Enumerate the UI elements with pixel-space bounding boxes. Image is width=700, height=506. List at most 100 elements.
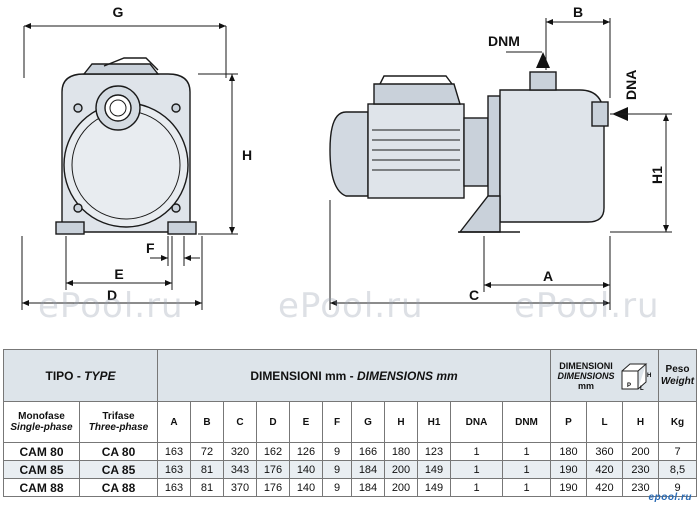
cell: 126	[289, 442, 323, 461]
cell: 420	[586, 460, 623, 479]
cell: 163	[157, 442, 191, 461]
cell: 370	[223, 478, 257, 497]
cell: 1	[450, 442, 503, 461]
col-p: P	[550, 401, 587, 443]
cell: 1	[502, 460, 551, 479]
cell: 200	[384, 460, 418, 479]
cell: 230	[622, 460, 659, 479]
cell: 360	[586, 442, 623, 461]
cell: 81	[190, 478, 224, 497]
cell: 9	[658, 478, 697, 497]
type-header: TIPO - TYPE	[3, 349, 158, 402]
cell: 343	[223, 460, 257, 479]
cell: 180	[384, 442, 418, 461]
dim-label-dna: DNA	[623, 70, 639, 100]
specification-table: TIPO - TYPE DIMENSIONI mm - DIMENSIONS m…	[3, 349, 697, 497]
cell: 1	[502, 442, 551, 461]
model-tri: CA 80	[79, 442, 158, 461]
model-mono: CAM 88	[3, 478, 80, 497]
cell: 190	[550, 478, 587, 497]
cell: 200	[622, 442, 659, 461]
cell: 184	[351, 478, 385, 497]
pump-dimension-drawing: G H F E D B DNM DNA H1 A C	[21, 4, 672, 310]
cell: 9	[322, 460, 352, 479]
dim-label-d: D	[107, 287, 117, 303]
table-row: CAM 85 CA 85 163 81 343 176 140 9 184 20…	[3, 460, 697, 479]
dim-label-a: A	[543, 268, 553, 284]
model-tri: CA 85	[79, 460, 158, 479]
cell: 180	[550, 442, 587, 461]
col-h: H	[384, 401, 418, 443]
cell: 1	[502, 478, 551, 497]
table-header-row: TIPO - TYPE DIMENSIONI mm - DIMENSIONS m…	[3, 349, 697, 402]
dimension-lines	[21, 18, 672, 310]
dim-label-f: F	[146, 240, 155, 256]
cell: 7	[658, 442, 697, 461]
footer-logo: epool.ru	[648, 492, 692, 503]
cell: 230	[622, 478, 659, 497]
col-b: B	[190, 401, 224, 443]
cell: 176	[256, 478, 290, 497]
col-g: G	[351, 401, 385, 443]
cell: 163	[157, 478, 191, 497]
dimensions-header: DIMENSIONI mm - DIMENSIONS mm	[157, 349, 551, 402]
cell: 166	[351, 442, 385, 461]
col-c: C	[223, 401, 257, 443]
cell: 320	[223, 442, 257, 461]
col-l: L	[586, 401, 623, 443]
col-dnm: DNM	[502, 401, 551, 443]
model-tri: CA 88	[79, 478, 158, 497]
table-row: CAM 80 CA 80 163 72 320 162 126 9 166 18…	[3, 442, 697, 461]
cell: 184	[351, 460, 385, 479]
dim-label-b: B	[573, 4, 583, 20]
watermark-left: ePool.ru	[38, 286, 184, 326]
weight-header: Peso Weight	[658, 349, 697, 402]
col-kg: Kg	[658, 401, 697, 443]
cell: 163	[157, 460, 191, 479]
cell: 140	[289, 478, 323, 497]
cell: 176	[256, 460, 290, 479]
cell: 8,5	[658, 460, 697, 479]
cell: 1	[450, 478, 503, 497]
col-a: A	[157, 401, 191, 443]
cell: 81	[190, 460, 224, 479]
col-e: E	[289, 401, 323, 443]
cell: 149	[417, 460, 451, 479]
col-f: F	[322, 401, 352, 443]
package-dimensions-header: DIMENSIONI DIMENSIONS mm P L H	[550, 349, 659, 402]
package-box-icon: P L H	[621, 363, 651, 392]
cell: 9	[322, 478, 352, 497]
cell: 1	[450, 460, 503, 479]
table-row: CAM 88 CA 88 163 81 370 176 140 9 184 20…	[3, 478, 697, 497]
dim-label-h: H	[242, 147, 252, 163]
cell: 149	[417, 478, 451, 497]
col-d: D	[256, 401, 290, 443]
dim-label-h1: H1	[649, 166, 665, 184]
pump-side-view	[329, 71, 609, 233]
dim-label-g: G	[113, 4, 124, 20]
model-mono: CAM 85	[3, 460, 80, 479]
cell: 72	[190, 442, 224, 461]
cell: 200	[384, 478, 418, 497]
model-mono: CAM 80	[3, 442, 80, 461]
pump-front-view	[55, 57, 197, 235]
cell: 190	[550, 460, 587, 479]
cell: 420	[586, 478, 623, 497]
dim-label-dnm: DNM	[488, 33, 520, 49]
svg-text:P: P	[627, 383, 631, 389]
cell: 9	[322, 442, 352, 461]
cell: 123	[417, 442, 451, 461]
svg-text:H: H	[647, 373, 651, 379]
watermark-right: ePool.ru	[514, 286, 660, 326]
col-dna: DNA	[450, 401, 503, 443]
col-h1: H1	[417, 401, 451, 443]
cell: 162	[256, 442, 290, 461]
col-pkg-h: H	[622, 401, 659, 443]
svg-text:L: L	[640, 386, 644, 392]
dim-label-c: C	[469, 287, 479, 303]
dim-label-e: E	[114, 266, 123, 282]
cell: 140	[289, 460, 323, 479]
